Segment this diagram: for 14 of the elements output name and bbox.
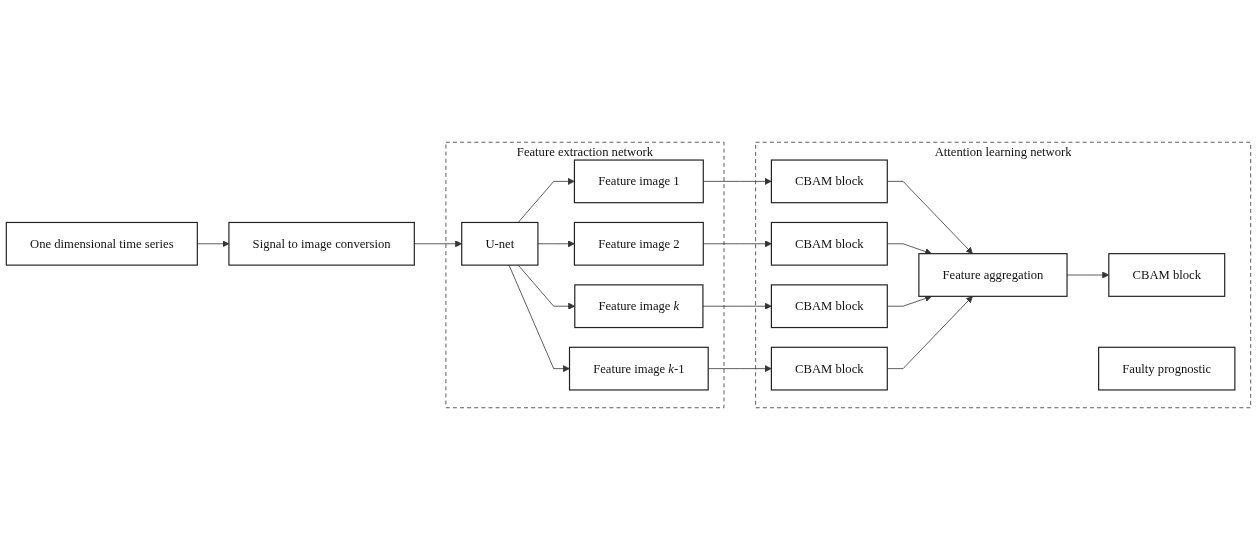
node-box: Feature image k-1: [568, 346, 709, 391]
node-box: CBAM block: [770, 221, 888, 266]
node-box: Signal to image conversion: [228, 221, 415, 266]
node-box: One dimensional time series: [5, 221, 198, 266]
node-box: CBAM block: [770, 159, 888, 204]
node-box: Feature image 1: [573, 159, 704, 204]
node-box: CBAM block: [1108, 253, 1226, 297]
node-box: CBAM block: [770, 284, 888, 329]
node-box: Feature image k: [574, 284, 704, 329]
node-box: Feature aggregation: [918, 253, 1068, 297]
node-box: U-net: [461, 221, 539, 266]
node-box: Feature image 2: [573, 221, 704, 266]
node-box: CBAM block: [770, 346, 888, 391]
node-box: Faulty prognostic: [1098, 346, 1236, 391]
